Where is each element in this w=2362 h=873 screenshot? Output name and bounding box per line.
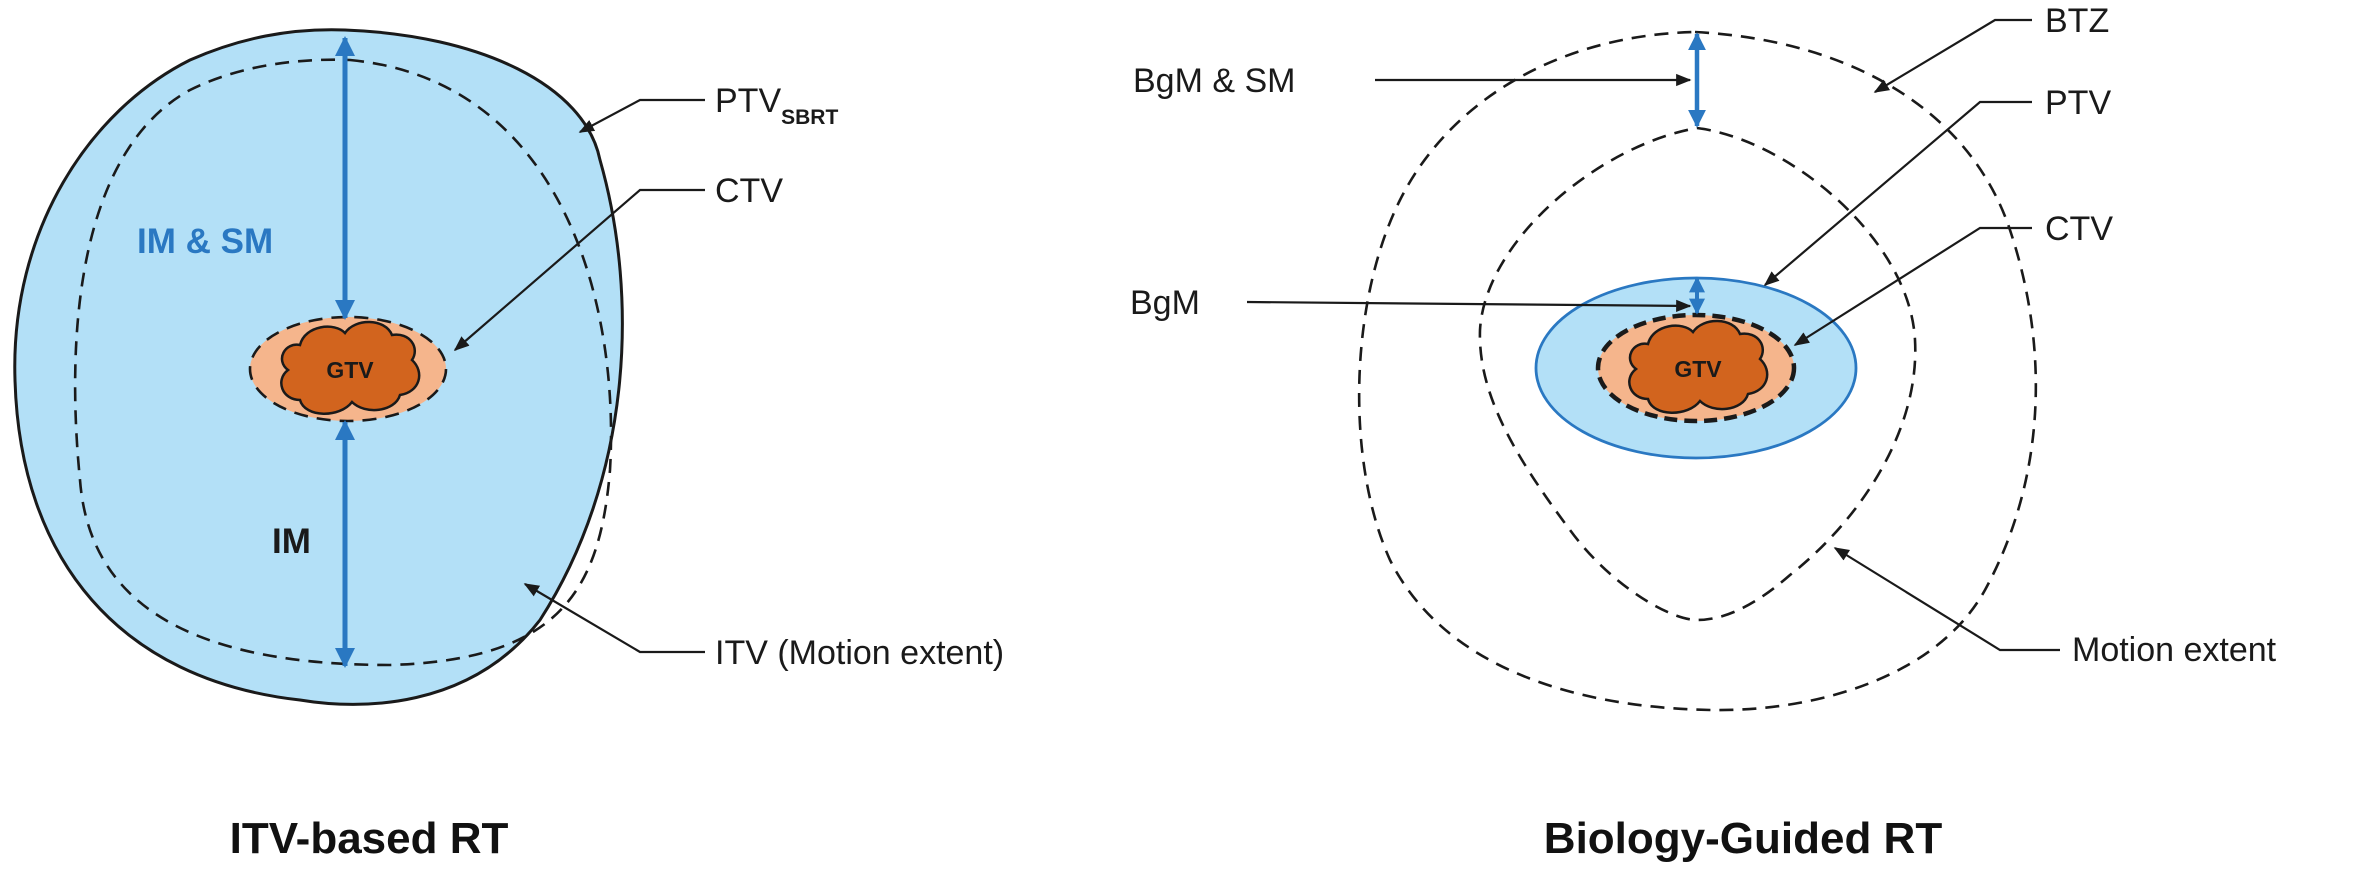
bgm-leader [1246,299,1692,313]
itv-leader [523,583,705,654]
ctv-label-right: CTV [2045,210,2113,248]
right-panel: GTV BTZ BgM & SM PTV CTV BgM Motion exte… [1130,2,2277,863]
btz-outline [1357,30,2038,712]
right-caption: Biology-Guided RT [1544,814,1943,863]
bgm-label: BgM [1130,284,1200,322]
ptv-leader-right [1763,100,2032,286]
gtv-label-right: GTV [1674,356,1722,382]
ctv-label-left: CTV [715,172,783,210]
ptv-sbrt-leader [578,98,705,133]
gtv-blob-left [280,320,421,415]
ptv-sbrt-label-sub: SBRT [781,106,838,129]
ptv-sbrt-label-main: PTV [715,82,781,120]
btz-leader [1873,18,2032,93]
bgm-sm-label: BgM & SM [1133,62,1295,100]
left-caption: ITV-based RT [230,814,509,863]
ptv-label-right: PTV [2045,84,2111,122]
btz-label: BTZ [2045,2,2109,40]
left-panel: GTV IM & SM IM PTVSBRT CTV ITV (Motion e… [13,28,1004,863]
ptv-sbrt-label: PTVSBRT [715,82,838,129]
ctv-leader-left [453,188,705,352]
itv-label: ITV (Motion extent) [715,634,1004,672]
itv-motion-extent-outline [73,58,613,667]
gtv-blob-right [1628,319,1769,414]
im-sm-label: IM & SM [137,222,273,261]
motion-extent-leader [1833,547,2060,652]
gtv-label-left: GTV [326,357,374,383]
motion-extent-outline [1478,126,1917,622]
ctv-leader-right [1793,226,2032,346]
im-label: IM [272,522,311,561]
motion-extent-label: Motion extent [2072,631,2277,669]
